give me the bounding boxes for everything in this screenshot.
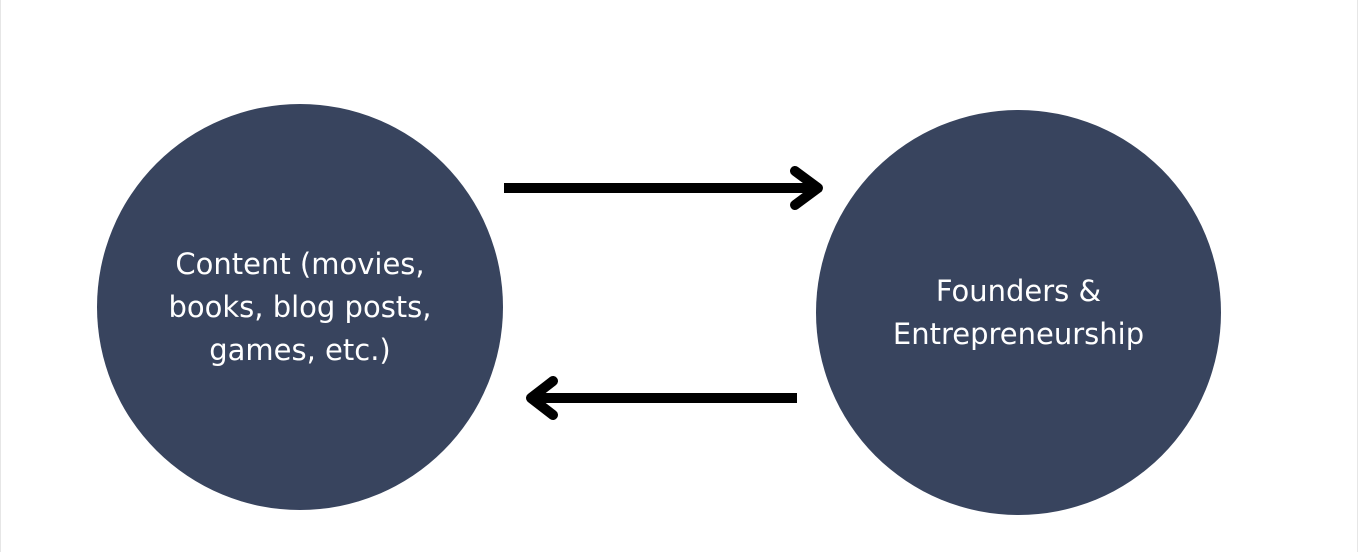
node-content-label: Content (movies, books, blog posts, game… (168, 243, 431, 372)
node-founders-label: Founders & Entrepreneurship (893, 270, 1144, 356)
node-content-line-3: games, etc.) (209, 332, 391, 367)
arrow-right-head (790, 166, 823, 210)
arrow-left-head (526, 376, 558, 420)
node-content-line-1: Content (movies, (175, 246, 425, 281)
node-founders: Founders & Entrepreneurship (816, 110, 1221, 515)
node-content-line-2: books, blog posts, (168, 289, 432, 324)
node-founders-line-2: Entrepreneurship (892, 316, 1145, 351)
node-founders-line-1: Founders & (935, 273, 1102, 308)
arrow-content-to-founders (504, 166, 823, 210)
node-content: Content (movies, books, blog posts, game… (97, 104, 503, 510)
arrow-founders-to-content (526, 376, 797, 420)
